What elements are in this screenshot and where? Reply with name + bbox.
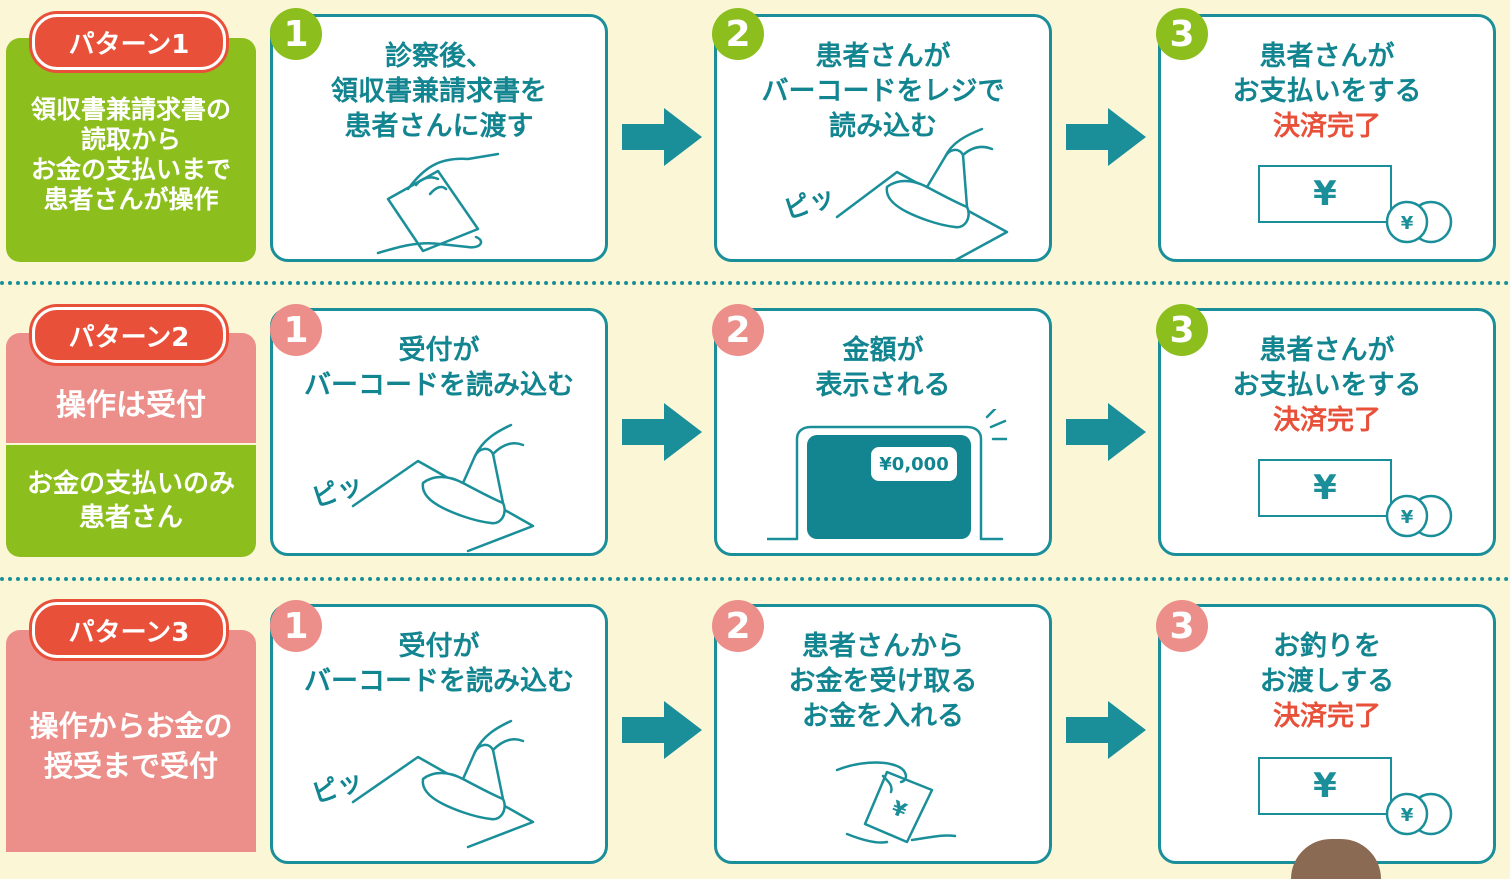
svg-text:¥: ¥ xyxy=(1401,213,1414,234)
step-text: 診察後、 領収書兼請求書を 患者さんに渡す xyxy=(331,41,547,142)
barcode-scanner-illustration xyxy=(351,423,535,553)
barcode-scanner-illustration xyxy=(351,719,535,849)
step-text: 患者さんが お支払いをする 決済完了 xyxy=(1161,333,1493,438)
step-card: お釣りを お渡しする 決済完了 ¥ ¥ xyxy=(1158,604,1496,879)
banknote-icon: ¥ xyxy=(1258,757,1392,815)
step-number: 3 xyxy=(1156,8,1208,60)
step-number: 2 xyxy=(712,304,764,356)
payment-complete-label: 決済完了 xyxy=(1273,111,1381,142)
step-card: 患者さんが お支払いをする 決済完了 ¥ ¥ xyxy=(1158,308,1496,556)
pattern-badge: パターン2 xyxy=(32,307,226,363)
step-number: 1 xyxy=(270,304,322,356)
handing-money-illustration: ¥ xyxy=(835,761,957,844)
step-text: 患者さんから お金を受け取る お金を入れる xyxy=(788,631,978,732)
banknote-icon: ¥ xyxy=(1258,165,1392,223)
payment-complete-label: 決済完了 xyxy=(1273,701,1381,732)
arrow-right-icon xyxy=(622,701,702,759)
pattern-badge: パターン1 xyxy=(32,14,226,70)
amount-display: ¥0,000 xyxy=(871,447,957,481)
step-number: 3 xyxy=(1156,600,1208,652)
handing-document-illustration xyxy=(376,152,500,255)
step-card: 患者さんから お金を受け取る お金を入れる ¥ xyxy=(714,604,1052,864)
arrow-right-icon xyxy=(1066,108,1146,166)
step-number: 1 xyxy=(270,600,322,652)
step-number: 1 xyxy=(270,8,322,60)
step-card: 受付が バーコードを読み込む ピッ xyxy=(270,308,608,556)
step-text: 患者さんが バーコードをレジで 読み込む xyxy=(761,41,1005,142)
step-number: 2 xyxy=(712,600,764,652)
pattern-bottom-label: お金の支払いのみ 患者さん xyxy=(6,445,256,557)
step-text: お釣りを お渡しする 決済完了 xyxy=(1161,629,1493,734)
pattern-badge: パターン3 xyxy=(32,602,226,658)
arrow-right-icon xyxy=(622,403,702,461)
step-card: 金額が 表示される ¥0,000 xyxy=(714,308,1052,556)
description-line: 領収書兼請求書の xyxy=(30,95,231,124)
step-text: 受付が バーコードを読み込む xyxy=(304,631,574,697)
step-card: 診察後、 領収書兼請求書を 患者さんに渡す xyxy=(270,14,608,262)
coins-icon: ¥ xyxy=(1385,792,1453,836)
step-text: 受付が バーコードを読み込む xyxy=(304,335,574,401)
banknote-icon: ¥ xyxy=(1258,459,1392,517)
step-number: 2 xyxy=(712,8,764,60)
pattern-separator xyxy=(0,577,1510,581)
step-card: 患者さんが お支払いをする 決済完了 ¥ ¥ xyxy=(1158,14,1496,262)
arrow-right-icon xyxy=(1066,403,1146,461)
step-text: 金額が 表示される xyxy=(815,335,951,401)
step-card: 受付が バーコードを読み込む ピッ xyxy=(270,604,608,864)
step-number: 3 xyxy=(1156,304,1208,356)
arrow-right-icon xyxy=(622,108,702,166)
coins-icon: ¥ xyxy=(1385,200,1453,244)
person-head-decoration xyxy=(1291,839,1381,879)
pattern-description: 領収書兼請求書の 読取から お金の支払いまで 患者さんが操作 xyxy=(6,38,256,262)
arrow-right-icon xyxy=(1066,701,1146,759)
step-card: 患者さんが バーコードをレジで 読み込む ピッ xyxy=(714,14,1052,262)
description-line: 読取から xyxy=(80,125,181,154)
step-text: 患者さんが お支払いをする 決済完了 xyxy=(1161,39,1493,144)
barcode-scanner-illustration xyxy=(835,127,1009,262)
payment-complete-label: 決済完了 xyxy=(1273,405,1381,436)
description-line: 患者さんが操作 xyxy=(43,185,219,214)
pattern-separator xyxy=(0,281,1510,285)
pattern-description: 操作からお金の 授受まで受付 xyxy=(6,630,256,852)
coins-icon: ¥ xyxy=(1385,494,1453,538)
svg-text:¥: ¥ xyxy=(1401,507,1414,528)
svg-text:¥: ¥ xyxy=(1401,805,1414,826)
description-line: お金の支払いまで xyxy=(30,155,231,184)
